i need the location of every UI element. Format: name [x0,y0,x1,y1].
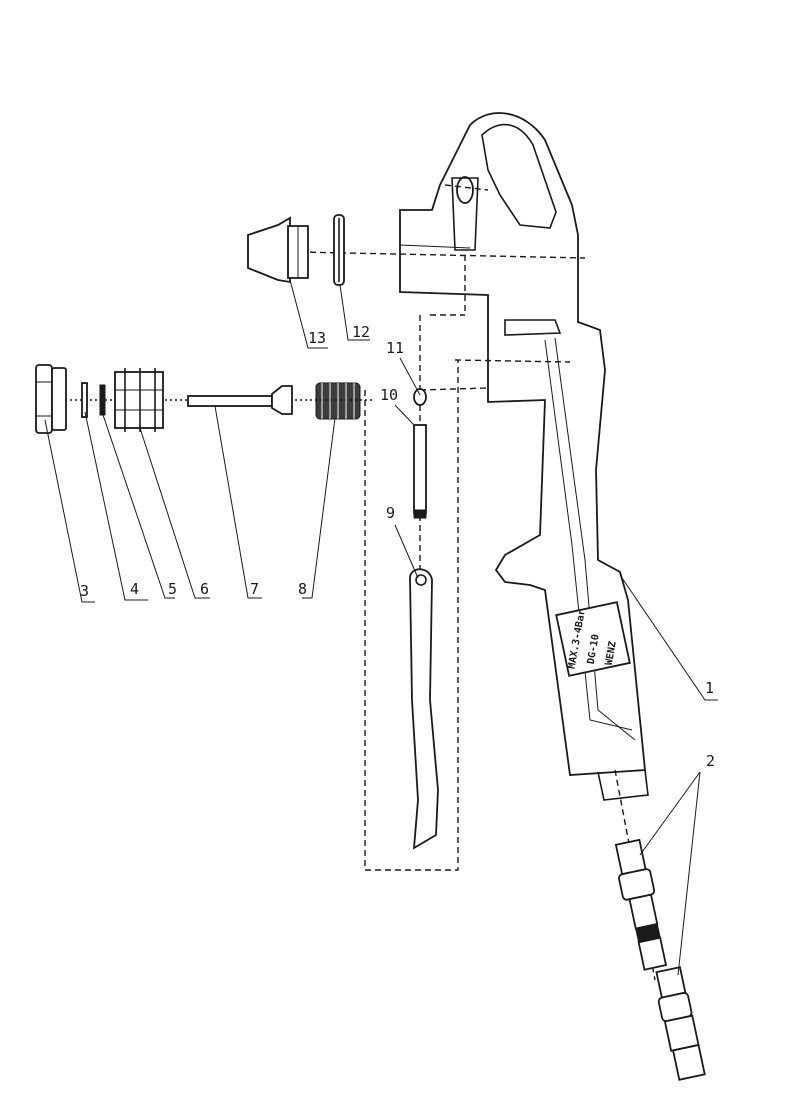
fitting-b-part-2 [655,966,706,1081]
callout-labels: 1 2 3 4 5 6 7 8 9 10 11 12 13 [80,323,715,770]
valve-seat-part-6 [114,368,164,432]
nameplate [555,601,631,677]
callout-10: 10 [380,386,398,404]
nameplate-line3: WENZ [604,641,619,667]
callout-3: 3 [80,582,89,600]
callout-7: 7 [250,580,259,598]
ring-part-11 [413,388,427,406]
callout-5: 5 [168,580,177,598]
spring-part-8 [315,382,361,420]
o-ring-part-12 [333,214,345,286]
callout-6: 6 [200,580,209,598]
pin-part-10 [413,424,427,519]
valve-stem-part-7 [187,385,293,415]
seal-ring-part-5 [99,384,106,416]
nozzle-part-13 [247,216,309,284]
washer-part-4 [81,382,88,418]
callout-4: 4 [130,580,139,598]
callout-11: 11 [386,339,404,357]
callout-12: 12 [352,323,370,341]
callout-2: 2 [706,752,715,770]
callout-13: 13 [308,329,326,347]
gun-body-part-1: MAX.3-4Bar DG-10 WENZ [399,112,649,801]
callout-1: 1 [705,679,714,697]
nut-part-3 [35,364,67,434]
leader-lines [44,279,718,976]
fitting-a-part-2 [614,838,668,971]
trigger-part-9 [409,568,439,850]
callout-8: 8 [298,580,307,598]
nameplate-line2: DG-10 [586,633,602,665]
callout-9: 9 [386,504,395,522]
